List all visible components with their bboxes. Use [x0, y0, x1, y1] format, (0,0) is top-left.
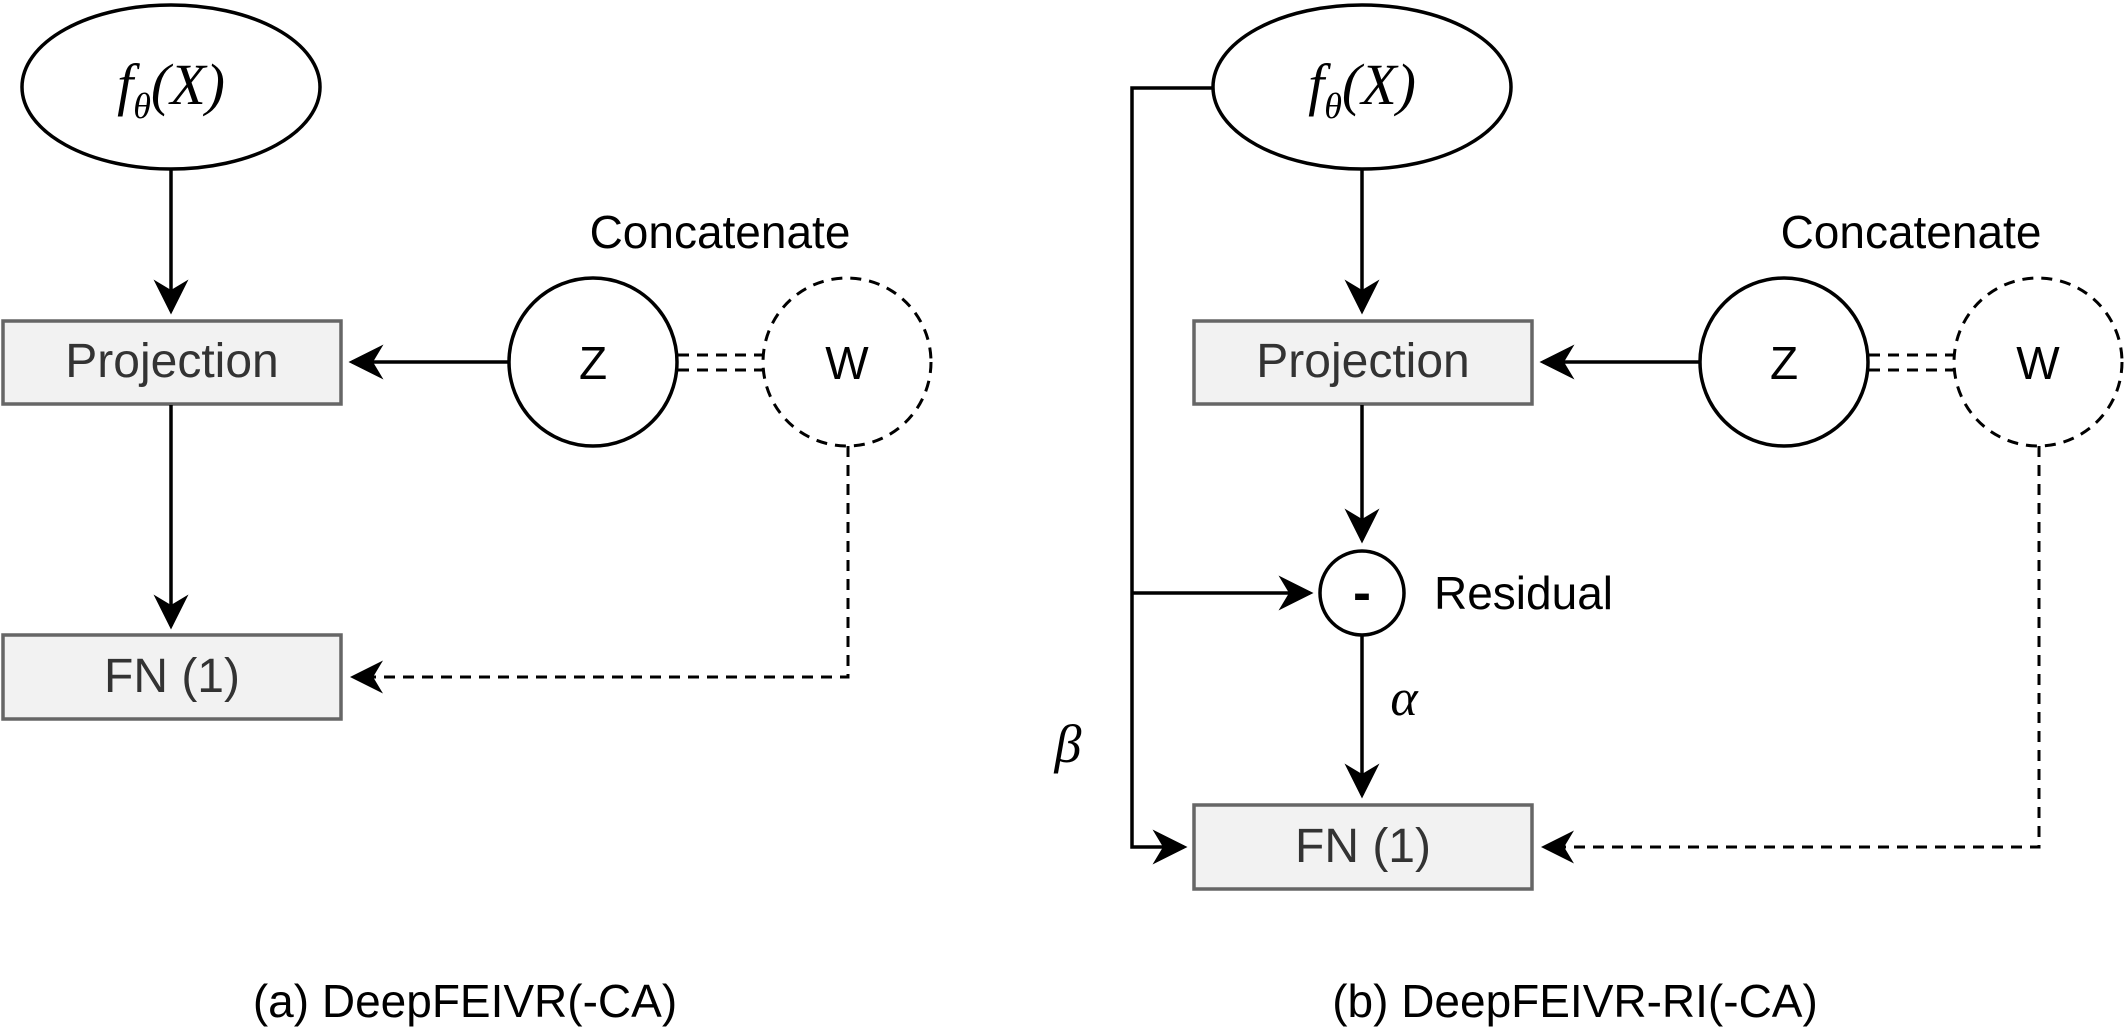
panel-b-minus-label: -: [1353, 563, 1371, 623]
panel-b-edge-w-to-fn: [1541, 446, 2041, 864]
panel-a-projection-label: Projection: [65, 335, 278, 388]
panel-a-projection-box: Projection: [1, 319, 343, 406]
panel-b: fθ(X) β Projection - Residual α: [1054, 3, 2124, 1027]
panel-a-w-node: W: [761, 276, 933, 448]
panel-a-function-node: fθ(X): [20, 3, 322, 171]
panel-b-caption: (b) DeepFEIVR-RI(-CA): [1332, 975, 1818, 1027]
panel-b-residual-label: Residual: [1434, 567, 1613, 619]
panel-b-function-node: fθ(X): [1211, 3, 1513, 171]
panel-b-residual-node: -: [1318, 549, 1406, 637]
panel-a-edge-w-to-fn: [350, 446, 850, 694]
panel-b-w-node: W: [1952, 276, 2124, 448]
panel-b-edge-function-to-fn-skip: [1130, 86, 1214, 865]
panel-b-projection-label: Projection: [1256, 335, 1469, 388]
panel-b-alpha-label: α: [1390, 670, 1419, 727]
panel-b-w-label: W: [2016, 337, 2060, 389]
panel-b-concatenate-connector: [1869, 353, 1954, 372]
panel-b-fn-label: FN (1): [1295, 820, 1431, 873]
panel-a-fn-box: FN (1): [1, 633, 343, 721]
panel-b-concatenate-label: Concatenate: [1781, 206, 2042, 258]
panel-a-z-node: Z: [507, 276, 679, 448]
panel-b-projection-box: Projection: [1192, 319, 1534, 406]
panel-a-w-label: W: [825, 337, 869, 389]
panel-a-concatenate-label: Concatenate: [590, 206, 851, 258]
panel-a-function-label: fθ(X): [117, 52, 225, 126]
panel-b-fn-box: FN (1): [1192, 803, 1534, 891]
panel-a-z-label: Z: [579, 337, 607, 389]
panel-b-beta-label: β: [1054, 714, 1082, 774]
panel-a-concatenate-connector: [678, 353, 763, 372]
panel-a-caption: (a) DeepFEIVR(-CA): [253, 975, 677, 1027]
panel-a: fθ(X) Projection FN (1) Concatenate Z: [1, 3, 933, 1027]
panel-b-z-label: Z: [1770, 337, 1798, 389]
panel-b-z-node: Z: [1698, 276, 1870, 448]
panel-a-fn-label: FN (1): [104, 650, 240, 703]
